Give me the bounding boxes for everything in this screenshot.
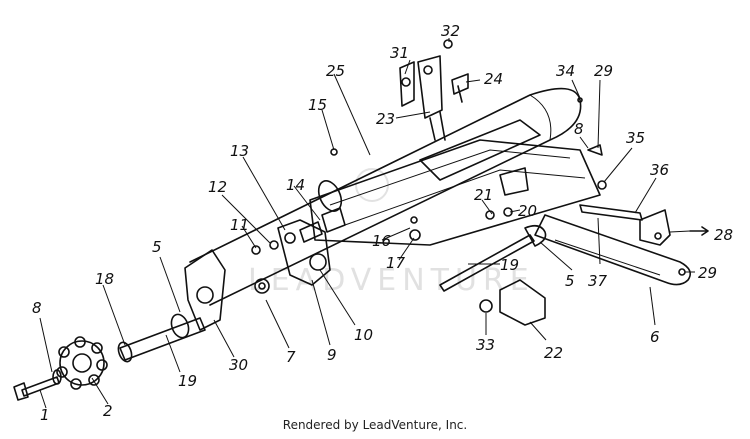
- callout-5b: 5: [565, 272, 575, 290]
- callout-5a: 5: [152, 238, 162, 256]
- callout-31: 31: [390, 44, 409, 62]
- frame-rails: [309, 119, 601, 246]
- callout-22: 22: [544, 344, 563, 362]
- callout-7: 7: [286, 348, 296, 366]
- top-bracket: [399, 39, 469, 141]
- left-assembly: [184, 207, 346, 331]
- callout-8b: 8: [574, 120, 584, 138]
- callout-10: 10: [354, 326, 373, 344]
- callout-13: 13: [230, 142, 249, 160]
- leader-lines: [39, 38, 695, 409]
- callout-6: 6: [650, 328, 660, 346]
- callout-24: 24: [484, 70, 503, 88]
- sprocket-gear: [56, 336, 108, 390]
- callout-37: 37: [588, 272, 608, 290]
- callout-16: 16: [372, 232, 391, 250]
- callout-28: 28: [714, 226, 733, 244]
- callout-18: 18: [95, 270, 114, 288]
- callout-9: 9: [327, 346, 337, 364]
- callout-2: 2: [103, 402, 113, 420]
- callout-15: 15: [308, 96, 327, 114]
- callout-14: 14: [286, 176, 305, 194]
- callout-12: 12: [208, 178, 227, 196]
- callout-19a: 19: [178, 372, 197, 390]
- watermark-text: LEADVENTURE: [248, 263, 535, 298]
- callout-34: 34: [556, 62, 575, 80]
- link-bar-6: [534, 214, 691, 286]
- callout-20: 20: [518, 202, 537, 220]
- callout-36: 36: [650, 161, 669, 179]
- callout-11: 11: [230, 216, 249, 234]
- footer-credit: Rendered by LeadVenture, Inc.: [282, 418, 468, 432]
- main-tube: [189, 87, 582, 306]
- callout-19b: 19: [500, 256, 519, 274]
- callout-32: 32: [441, 22, 460, 40]
- callout-30: 30: [229, 356, 248, 374]
- callout-1: 1: [40, 406, 50, 424]
- callout-8a: 8: [32, 299, 42, 317]
- right-shaft: [439, 204, 686, 326]
- callout-17: 17: [386, 254, 406, 272]
- callout-35: 35: [626, 129, 645, 147]
- callout-29b: 29: [698, 264, 717, 282]
- callout-23: 23: [376, 110, 395, 128]
- callout-21: 21: [474, 186, 493, 204]
- arrow-28: [689, 226, 709, 236]
- watermark: LEADVENTURE: [248, 168, 535, 298]
- callout-33: 33: [476, 336, 495, 354]
- callout-25: 25: [326, 62, 345, 80]
- callout-29a: 29: [594, 62, 613, 80]
- callout-labels: 1 2 5 5 6 7 8 8 9 10 11 12 13 14 15 16 1…: [32, 22, 733, 424]
- shaft-assembly: [13, 313, 206, 401]
